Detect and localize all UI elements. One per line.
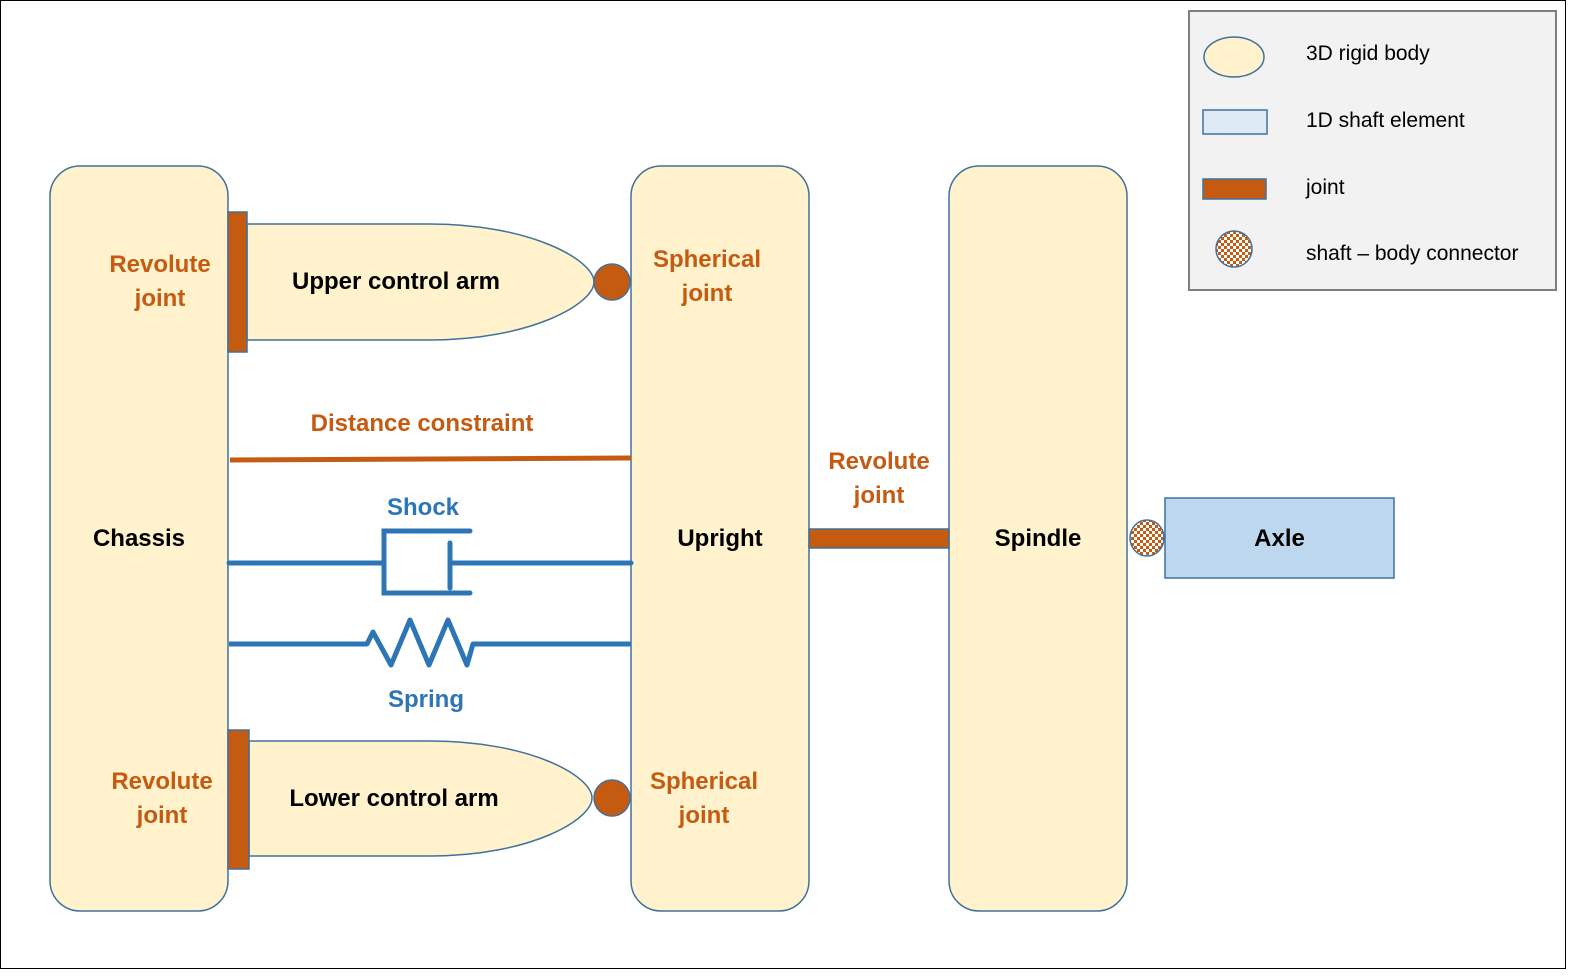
legend-label-shaft: 1D shaft element bbox=[1306, 109, 1465, 132]
label-line: joint bbox=[678, 802, 730, 829]
upright-spindle-revolute-joint-bar bbox=[808, 528, 950, 549]
upright-spindle-revolute-joint-label: Revolute joint bbox=[809, 445, 949, 513]
legend-rigid-body-icon bbox=[1203, 36, 1265, 78]
legend-label-joint: joint bbox=[1306, 176, 1345, 199]
lower-spherical-joint-label: Spherical joint bbox=[634, 765, 774, 833]
distance-constraint-label: Distance constraint bbox=[310, 410, 534, 437]
upright-label: Upright bbox=[677, 525, 763, 552]
legend-label-connector: shaft – body connector bbox=[1306, 242, 1519, 265]
upper-revolute-joint-label: Revolute joint bbox=[90, 248, 230, 316]
label-line: Revolute bbox=[828, 448, 930, 475]
spindle-label: Spindle bbox=[994, 525, 1082, 552]
label-line: Spherical bbox=[652, 246, 762, 273]
shock-label: Shock bbox=[386, 494, 460, 521]
lower-control-arm-label: Lower control arm bbox=[289, 785, 499, 812]
label-line: joint bbox=[853, 482, 905, 509]
chassis-body bbox=[49, 165, 229, 912]
shock-damper-symbol bbox=[226, 528, 634, 596]
upper-spherical-joint-label: Spherical joint bbox=[637, 243, 777, 311]
spring-label: Spring bbox=[388, 686, 464, 713]
chassis-label: Chassis bbox=[92, 525, 186, 552]
spring-symbol bbox=[229, 617, 631, 668]
distance-constraint-line bbox=[229, 455, 632, 463]
label-line: joint bbox=[136, 802, 188, 829]
axle-shaft bbox=[1164, 497, 1395, 579]
label-line: Revolute bbox=[111, 768, 213, 795]
lower-revolute-joint-bar bbox=[227, 729, 250, 870]
label-line: Spherical bbox=[649, 768, 759, 795]
lower-spherical-joint-ball bbox=[593, 779, 631, 817]
legend-label-rigid-body: 3D rigid body bbox=[1306, 42, 1430, 65]
upper-control-arm-label: Upper control arm bbox=[291, 268, 501, 295]
label-line: Revolute bbox=[109, 251, 211, 278]
upper-spherical-joint-ball bbox=[593, 263, 631, 301]
shaft-body-connector bbox=[1129, 519, 1165, 557]
label-line: joint bbox=[681, 280, 733, 307]
label-line: joint bbox=[134, 285, 186, 312]
legend-shaft-icon bbox=[1202, 109, 1268, 135]
legend-joint-icon bbox=[1202, 178, 1267, 200]
legend-connector-icon bbox=[1215, 230, 1253, 268]
lower-revolute-joint-label: Revolute joint bbox=[92, 765, 232, 833]
lower-control-arm-body bbox=[248, 740, 593, 857]
upper-revolute-joint-bar bbox=[227, 211, 248, 353]
axle-label: Axle bbox=[1254, 525, 1305, 552]
